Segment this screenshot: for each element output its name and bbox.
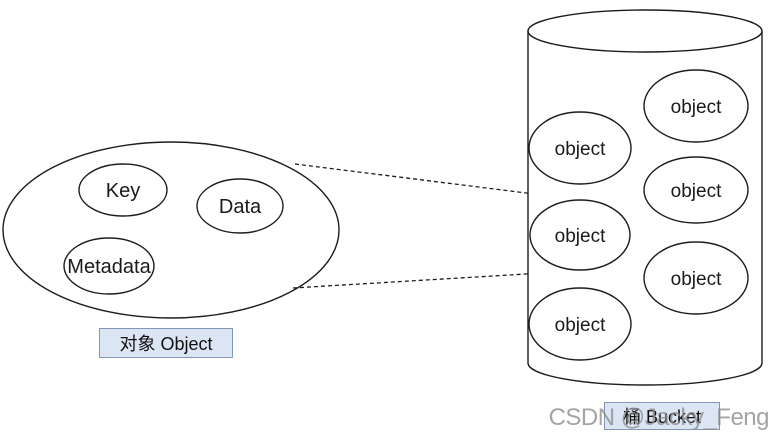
bucket-object-label: object [671,97,722,118]
metadata-ellipse [63,237,155,295]
metadata-label: Metadata [67,256,151,278]
data-ellipse [196,178,284,234]
data-label: Data [219,196,262,218]
bucket-object-ellipse [528,287,632,361]
object-ellipse [2,141,340,319]
object-group [2,141,340,319]
zoom-connector-bottom-line [292,270,577,289]
bucket-object-ellipse [643,241,749,315]
csdn-watermark: CSDN @Jacky_Feng [548,404,770,431]
key-ellipse [78,163,168,217]
bucket-object-ellipse [529,199,631,271]
bucket-objects: object object object object object objec… [528,69,749,361]
bucket-object-label: object [555,139,606,160]
bucket-object-label: object [555,226,606,247]
bucket-object-label: object [671,269,722,290]
bucket-object-ellipse [643,69,749,143]
bucket-caption: 桶 Bucket [604,402,720,430]
bucket-object-ellipse [528,111,632,185]
bucket-object-ellipse [643,156,749,224]
bucket-object-label: object [671,181,722,202]
bucket-cylinder-top [527,9,763,53]
object-caption: 对象 Object [99,328,233,358]
key-label: Key [106,180,140,202]
object-parts: Key Data Metadata [63,163,284,295]
bucket-object-label: object [555,315,606,336]
